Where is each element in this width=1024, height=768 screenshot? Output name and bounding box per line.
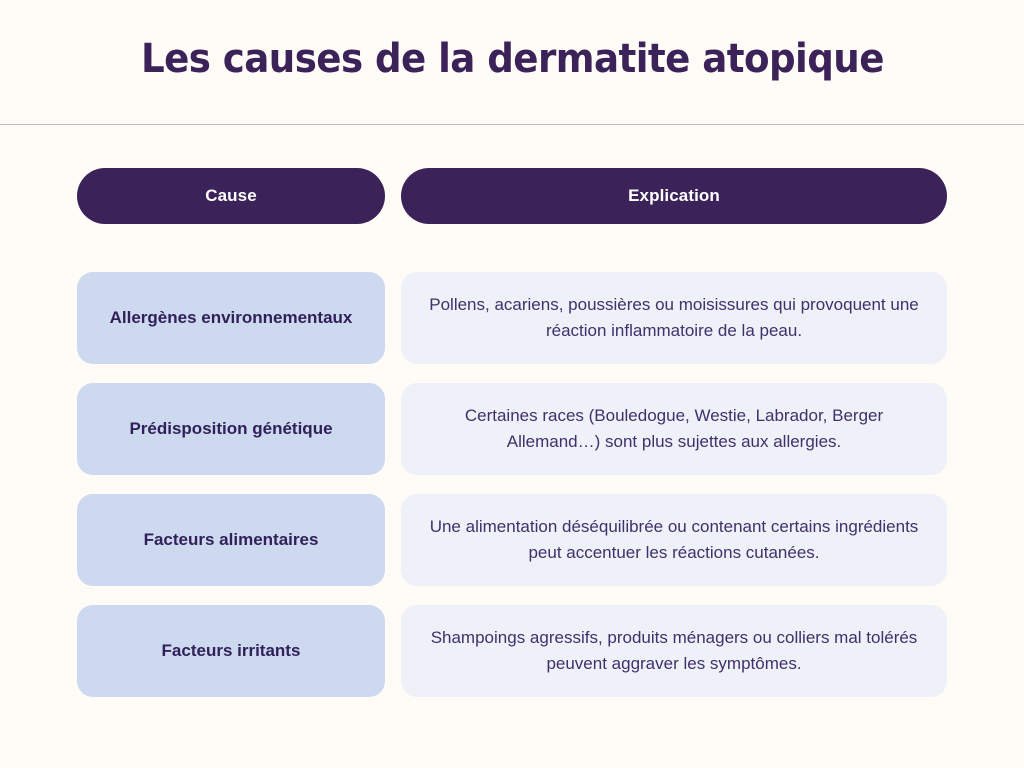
row-cause-column: Allergènes environnementaux xyxy=(77,272,385,364)
table-header-row: Cause Explication xyxy=(77,168,947,224)
cause-label: Facteurs alimentaires xyxy=(143,529,319,549)
header-cause-column: Cause xyxy=(77,168,385,224)
row-explication-column: Certaines races (Bouledogue, Westie, Lab… xyxy=(401,383,947,475)
row-cause-column: Facteurs alimentaires xyxy=(77,494,385,586)
row-cause-column: Facteurs irritants xyxy=(77,605,385,697)
row-explication-column: Shampoings agressifs, produits ménagers … xyxy=(401,605,947,697)
explication-text: Shampoings agressifs, produits ménagers … xyxy=(430,627,918,673)
row-explication-column: Pollens, acariens, poussières ou moisiss… xyxy=(401,272,947,364)
cause-label: Prédisposition génétique xyxy=(129,418,333,438)
table-row: Prédisposition génétique Certaines races… xyxy=(77,383,947,475)
column-gap xyxy=(385,605,401,697)
row-cause-column: Prédisposition génétique xyxy=(77,383,385,475)
column-header-explication: Explication xyxy=(401,168,947,224)
page-title: Les causes de la dermatite atopique xyxy=(140,36,885,82)
causes-table: Cause Explication Allergènes environneme… xyxy=(77,168,947,697)
explication-cell: Shampoings agressifs, produits ménagers … xyxy=(401,605,947,697)
cause-cell: Allergènes environnementaux xyxy=(77,272,385,364)
header-explication-column: Explication xyxy=(401,168,947,224)
explication-text: Une alimentation déséquilibrée ou conten… xyxy=(429,516,919,562)
table-row: Facteurs irritants Shampoings agressifs,… xyxy=(77,605,947,697)
header-divider xyxy=(0,124,1024,125)
column-gap xyxy=(385,272,401,364)
cause-label: Facteurs irritants xyxy=(161,640,301,660)
row-explication-column: Une alimentation déséquilibrée ou conten… xyxy=(401,494,947,586)
column-gap xyxy=(385,383,401,475)
cause-cell: Facteurs irritants xyxy=(77,605,385,697)
column-gap xyxy=(385,168,401,224)
cause-cell: Facteurs alimentaires xyxy=(77,494,385,586)
cause-cell: Prédisposition génétique xyxy=(77,383,385,475)
table-row: Allergènes environnementaux Pollens, aca… xyxy=(77,272,947,364)
explication-cell: Pollens, acariens, poussières ou moisiss… xyxy=(401,272,947,364)
explication-text: Certaines races (Bouledogue, Westie, Lab… xyxy=(464,405,884,451)
column-gap xyxy=(385,494,401,586)
explication-cell: Une alimentation déséquilibrée ou conten… xyxy=(401,494,947,586)
explication-text: Pollens, acariens, poussières ou moisiss… xyxy=(429,294,919,340)
table-row: Facteurs alimentaires Une alimentation d… xyxy=(77,494,947,586)
explication-cell: Certaines races (Bouledogue, Westie, Lab… xyxy=(401,383,947,475)
title-area: Les causes de la dermatite atopique xyxy=(0,0,1024,124)
column-header-cause: Cause xyxy=(77,168,385,224)
cause-label: Allergènes environnementaux xyxy=(109,307,353,327)
